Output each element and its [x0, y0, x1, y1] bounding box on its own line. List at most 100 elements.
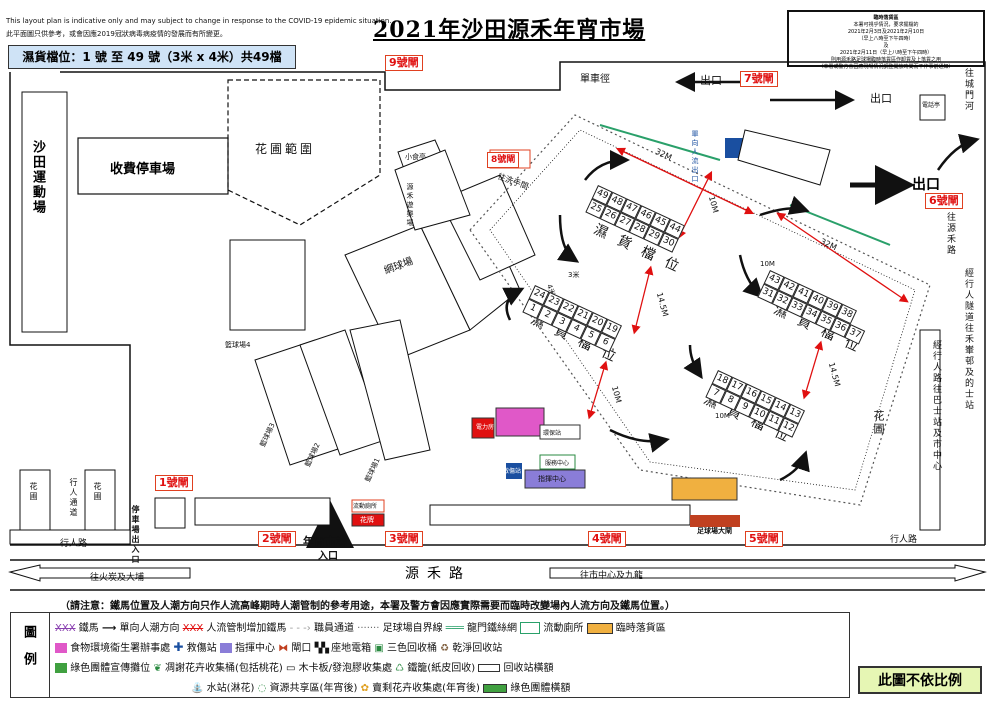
label-info-center: 服務中心 [545, 460, 570, 467]
dim-32m-b [776, 212, 909, 303]
notice-line3: 2021年2月3日及2021年2月10日 [847, 29, 925, 35]
disclaimer-en: This layout plan is indicative only and … [6, 17, 392, 25]
label-walkway-left: 行人通道 [69, 478, 78, 518]
notice-line2: 本署可視乎情況，要求擺檔的 [853, 22, 919, 28]
legend-staff-path: 職員通道 [313, 623, 354, 634]
legend-unload-icon [586, 622, 613, 634]
water-play-box [394, 149, 471, 231]
football-gate-bar [690, 515, 740, 527]
legend-dashed-arrow-icon: - - -› [289, 623, 311, 634]
legend-command-icon [219, 643, 232, 653]
gate-2[interactable]: 2號閘 [258, 531, 296, 547]
label-market-entrance: 年宵市場 [303, 535, 347, 548]
legend-banner-icon [478, 664, 501, 672]
outer-boundary [9, 61, 986, 546]
legend-cross-icon: ✚ [173, 640, 184, 654]
legend-dry-recycle-icon: ♻ [440, 643, 450, 654]
legend-dotted-line-icon: ······· [357, 623, 380, 634]
legend-xxx2: XXX [182, 623, 204, 634]
label-to-fotan: 往火炭及大埔 [90, 573, 145, 583]
legend-green-banner-icon [483, 683, 508, 693]
disclaimer-zh: 此平面圖只供參考，或會因應2019冠狀病毒病疫情的發展而有所變更。 [6, 30, 227, 38]
legend-checker-icon: ▚▚ [314, 643, 329, 654]
legend-xxx1: XXX [55, 623, 76, 634]
label-water-play: 源禾遊樂場 [406, 183, 414, 228]
legend-wood-collect: 木卡板/發泡膠收集處 [298, 663, 392, 674]
legend-football-boundary: 足球場自界線 [382, 623, 443, 634]
label-small-kiosk: 小食亭 [405, 153, 426, 161]
dim-32m-a [615, 147, 755, 215]
parking-area [77, 137, 229, 195]
legend-title: 圖例 [21, 625, 36, 679]
label-shatin-ground: 沙田運動場 [30, 140, 45, 215]
notice-box: 臨時落貨區 本署可視乎情況，要求擺檔的 2021年2月3日及2021年2月10日… [787, 10, 985, 70]
legend-barrier: 鐵馬 [78, 623, 99, 634]
notice-line8: （本署或警方會因應現場情況調整開放時間而不作事前通知） [818, 64, 954, 70]
label-basketball-4: 籃球場4 [225, 341, 251, 349]
gate-5[interactable]: 5號閘 [745, 531, 783, 547]
label-recycle-hint: 環保站 [543, 430, 562, 437]
label-flower-sign: 花牌 [360, 516, 374, 524]
legend-plant-icon: ❦ [153, 663, 162, 674]
legend-water-icon: ⛲ [191, 683, 204, 694]
legend-crowd-barrier: 人流管制增加鐵馬 [206, 623, 287, 634]
legend-recycle-banner: 回收站橫額 [503, 663, 554, 674]
legend-green-display: 綠色團體宣傳攤位 [70, 663, 151, 674]
legend-arrow-icon: ⟶ [101, 623, 117, 634]
legend-dry-recycle: 乾淨回收站 [452, 643, 503, 654]
gate-7[interactable]: 7號閘 [740, 71, 778, 87]
legend-floor-box: 座地電箱 [331, 643, 372, 654]
legend-dragon-gate: 龍門鐵絲網 [467, 623, 518, 634]
legend-one-way: 單向人潮方向 [119, 623, 180, 634]
legend-green-display-icon [55, 663, 67, 673]
dim-14m-b [801, 340, 824, 400]
arrow-to-fotan [8, 564, 191, 582]
arrow-to-town [549, 564, 987, 582]
page-title: 2021年沙田源禾年宵市場 [373, 17, 646, 43]
gate-9[interactable]: 9號閘 [385, 55, 423, 71]
label-to-yuen-wo-rd: 往源禾路 [945, 212, 955, 256]
stall-summary: 濕貨檔位：1 號 至 49 號（3米 x 4米）共49檔 [8, 45, 296, 69]
gate-1[interactable]: 1號閘 [155, 475, 193, 491]
legend-resource-share: 資源共享區(年宵後) [269, 683, 358, 694]
dim-10m-b [586, 360, 609, 420]
pedestrian-left [9, 529, 131, 545]
food-office [495, 407, 545, 437]
notice-line7: 則用源禾路足球場臨時落貨區作卸貨及上落貨之用 [830, 57, 941, 63]
label-pedestrian-right: 行人路 [890, 535, 918, 545]
legend-gate-icon: ⧓ [278, 643, 289, 654]
label-first-aid: 救傷站 [503, 468, 522, 475]
legend-board-icon: ▭ [285, 663, 296, 674]
legend-flower-icon: ✿ [360, 683, 369, 694]
gate-6[interactable]: 6號閘 [925, 193, 963, 209]
label-garden-area: 花圃範圍 [255, 142, 316, 156]
label-garden-left: 花圃 [29, 482, 38, 502]
label-road: 源禾路 [405, 566, 471, 582]
notice-line6: 2021年2月11日（早上八時至下午四時） [839, 50, 933, 56]
legend-temp-unload: 臨時落貨區 [615, 623, 666, 634]
notice-line4: （早上八時至下午四時） [858, 36, 914, 42]
legend-share-icon: ◌ [257, 683, 267, 694]
label-garden-right: 花圃 [872, 410, 885, 436]
label-exit-2: 出口 [870, 92, 892, 105]
label-garden-mid: 花圃 [93, 482, 102, 502]
first-aid-icon [506, 463, 522, 479]
label-dim-3m: 3米 [568, 271, 580, 279]
dim-10m-a [677, 170, 713, 240]
legend-fence-icon: ═══ [445, 623, 464, 634]
label-shing-mun-river: 往城門河 [963, 68, 973, 112]
gate-3[interactable]: 3號閘 [385, 531, 423, 547]
label-district-office: 電力房 [476, 424, 495, 431]
shatin-ground-area [21, 91, 68, 333]
gate-8[interactable]: 8號閘 [487, 152, 520, 168]
legend-remain-flower: 賣剩花卉收集處(年宵後) [372, 683, 480, 694]
legend-food-icon [55, 643, 67, 653]
crowd-note: （請注意：鐵馬位置及人潮方向只作人流高峰期時人潮管制的參考用途，本署及警方會因應… [60, 601, 675, 612]
legend-recycle-bin-icon: ▣ [374, 643, 384, 654]
label-exit-1: 出口 [700, 74, 722, 87]
gate-4[interactable]: 4號閘 [588, 531, 626, 547]
legend-food-hygiene: 食物環境衞生署辦事處 [70, 643, 171, 654]
label-pedestrian-left: 行人路 [60, 539, 88, 549]
label-toilet: 流動廁所 [353, 503, 378, 510]
legend-command: 指揮中心 [235, 643, 275, 654]
